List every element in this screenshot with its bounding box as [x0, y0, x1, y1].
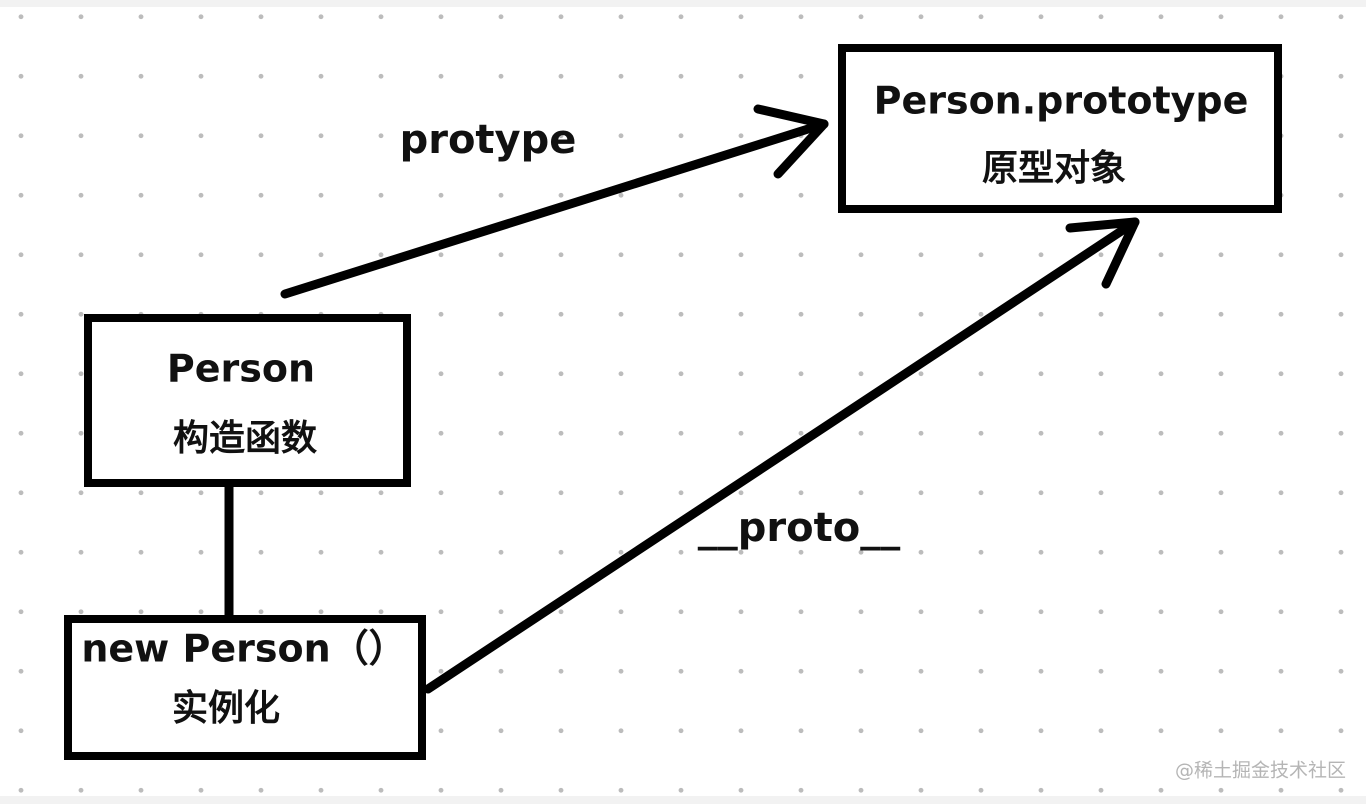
instance-box: new Person（） 实例化 — [64, 615, 426, 760]
constructor-subtitle: 构造函数 — [173, 418, 317, 459]
proto-arrow — [423, 217, 1140, 694]
prototype-edge-label: protype — [400, 117, 577, 163]
arrowhead-icon — [753, 104, 829, 179]
prototype-object-box: Person.prototype 原型对象 — [838, 44, 1282, 213]
prototype-arrow — [280, 104, 829, 299]
prototype-object-title: Person.prototype — [874, 79, 1249, 123]
constructor-box: Person 构造函数 — [84, 314, 411, 487]
instance-subtitle: 实例化 — [172, 688, 280, 729]
proto-edge-label: __proto__ — [698, 505, 900, 551]
constructor-title: Person — [167, 347, 315, 391]
watermark-text: @稀土掘金技术社区 — [1175, 760, 1346, 782]
instance-title: new Person（） — [81, 627, 406, 671]
arrowhead-icon — [1065, 217, 1140, 289]
prototype-object-subtitle: 原型对象 — [982, 148, 1126, 189]
